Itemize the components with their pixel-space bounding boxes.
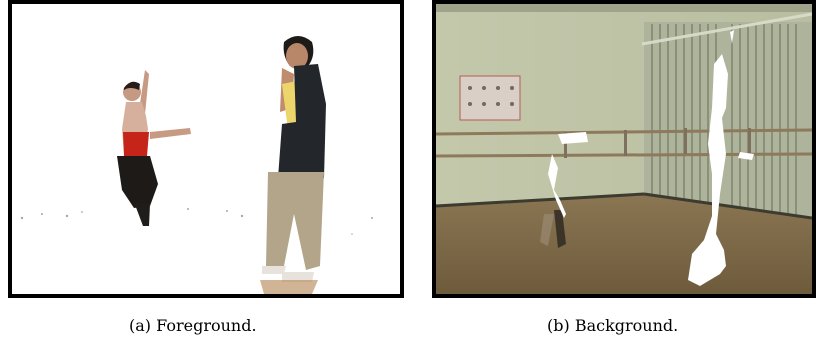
foreground-panel	[8, 0, 404, 298]
foreground-image	[12, 4, 400, 294]
background-image	[436, 4, 812, 294]
background-panel	[432, 0, 816, 298]
caption-background: (b) Background.	[547, 316, 679, 335]
caption-foreground: (a) Foreground.	[129, 316, 257, 335]
man-figure	[260, 36, 326, 294]
dancer-figure	[117, 70, 191, 226]
